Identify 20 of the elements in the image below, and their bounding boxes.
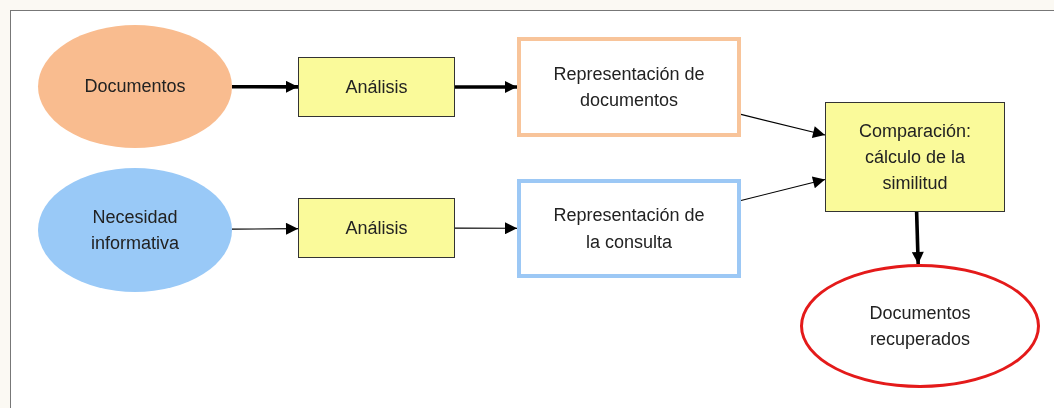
node-label: Análisis — [345, 75, 408, 99]
arrow — [911, 211, 924, 265]
node-label: Comparación: cálculo de la similitud — [857, 119, 973, 196]
process-box — [298, 198, 455, 258]
arrow — [740, 113, 826, 138]
process-box — [517, 179, 741, 278]
arrow — [455, 81, 517, 93]
node-label: Documentos recuperados — [868, 301, 972, 351]
arrow — [232, 80, 298, 93]
process-box — [825, 102, 1005, 212]
node-label: Representación de documentos — [552, 62, 706, 112]
node-label: Análisis — [345, 216, 408, 240]
node-label: Necesidad informativa — [90, 205, 180, 255]
arrow — [231, 222, 299, 235]
node-label: Representación de la consulta — [552, 204, 706, 254]
process-box — [298, 57, 455, 117]
arrow — [740, 176, 826, 202]
node-label: Documentos — [84, 75, 186, 99]
process-box — [517, 37, 741, 137]
arrow — [454, 222, 518, 235]
